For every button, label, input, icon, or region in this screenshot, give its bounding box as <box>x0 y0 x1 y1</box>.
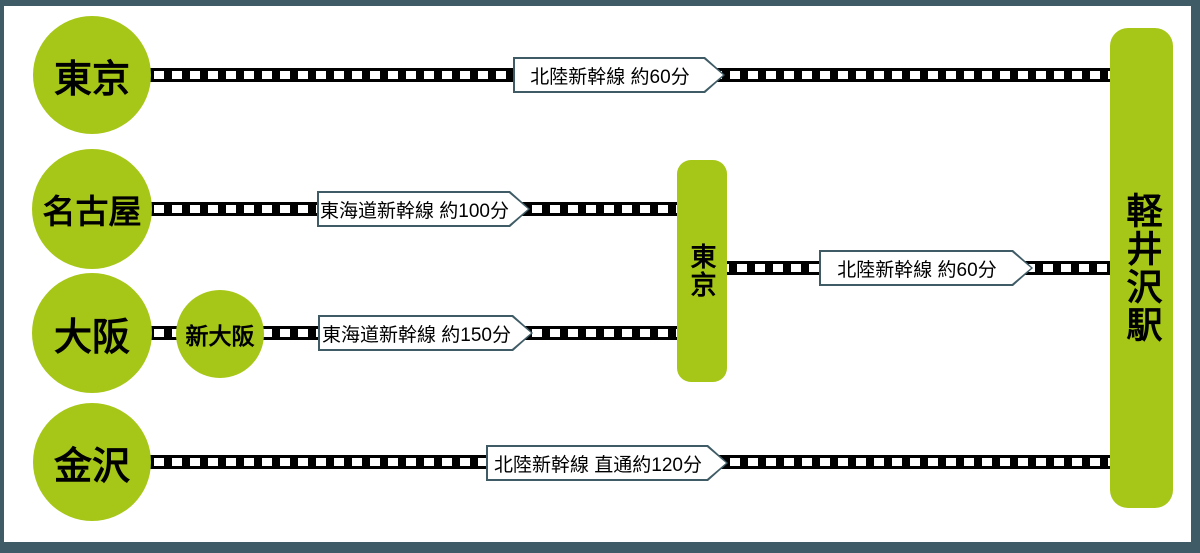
station-label: 金沢 <box>53 445 130 488</box>
route-label-arrow-fill <box>821 252 1031 284</box>
station-circle-nagoya: 名古屋 <box>32 149 152 269</box>
route-label-hokuriku-direct-120min: 北陸新幹線 直通約120分 <box>486 445 728 481</box>
station-label: 大阪 <box>53 316 130 359</box>
route-label-arrow-fill <box>319 193 528 225</box>
route-label-arrow-fill <box>320 317 531 349</box>
station-circle-osaka: 大阪 <box>32 273 152 393</box>
station-label: 東京 <box>53 58 130 101</box>
station-label: 新大阪 <box>185 323 255 349</box>
station-label: 軽井沢駅 <box>1121 192 1163 344</box>
route-label-tokaido-100min: 東海道新幹線 約100分 <box>317 191 530 227</box>
route-label-text: 北陸新幹線 約60分 <box>837 259 997 281</box>
station-label: 名古屋 <box>42 193 142 230</box>
route-label-hokuriku-60min-middle: 北陸新幹線 約60分 <box>819 250 1033 286</box>
route-label-arrow-fill <box>488 447 726 479</box>
station-circle-kanazawa: 金沢 <box>33 403 151 521</box>
station-circle-tokyo: 東京 <box>33 16 151 134</box>
route-label-text: 北陸新幹線 直通約120分 <box>494 454 702 476</box>
station-label: 東京 <box>687 243 717 299</box>
route-label-text: 北陸新幹線 約60分 <box>530 66 690 88</box>
route-label-hokuriku-60min-top: 北陸新幹線 約60分 <box>513 57 725 93</box>
route-label-arrow-fill <box>515 59 723 91</box>
station-bar-tokyo-hub: 東京 <box>677 160 727 382</box>
route-label-tokaido-150min: 東海道新幹線 約150分 <box>318 315 533 351</box>
station-bar-karuizawa: 軽井沢駅 <box>1110 28 1173 508</box>
route-label-text: 東海道新幹線 約100分 <box>320 200 509 222</box>
route-label-text: 東海道新幹線 約150分 <box>322 324 511 346</box>
station-circle-shin-osaka: 新大阪 <box>176 290 264 378</box>
